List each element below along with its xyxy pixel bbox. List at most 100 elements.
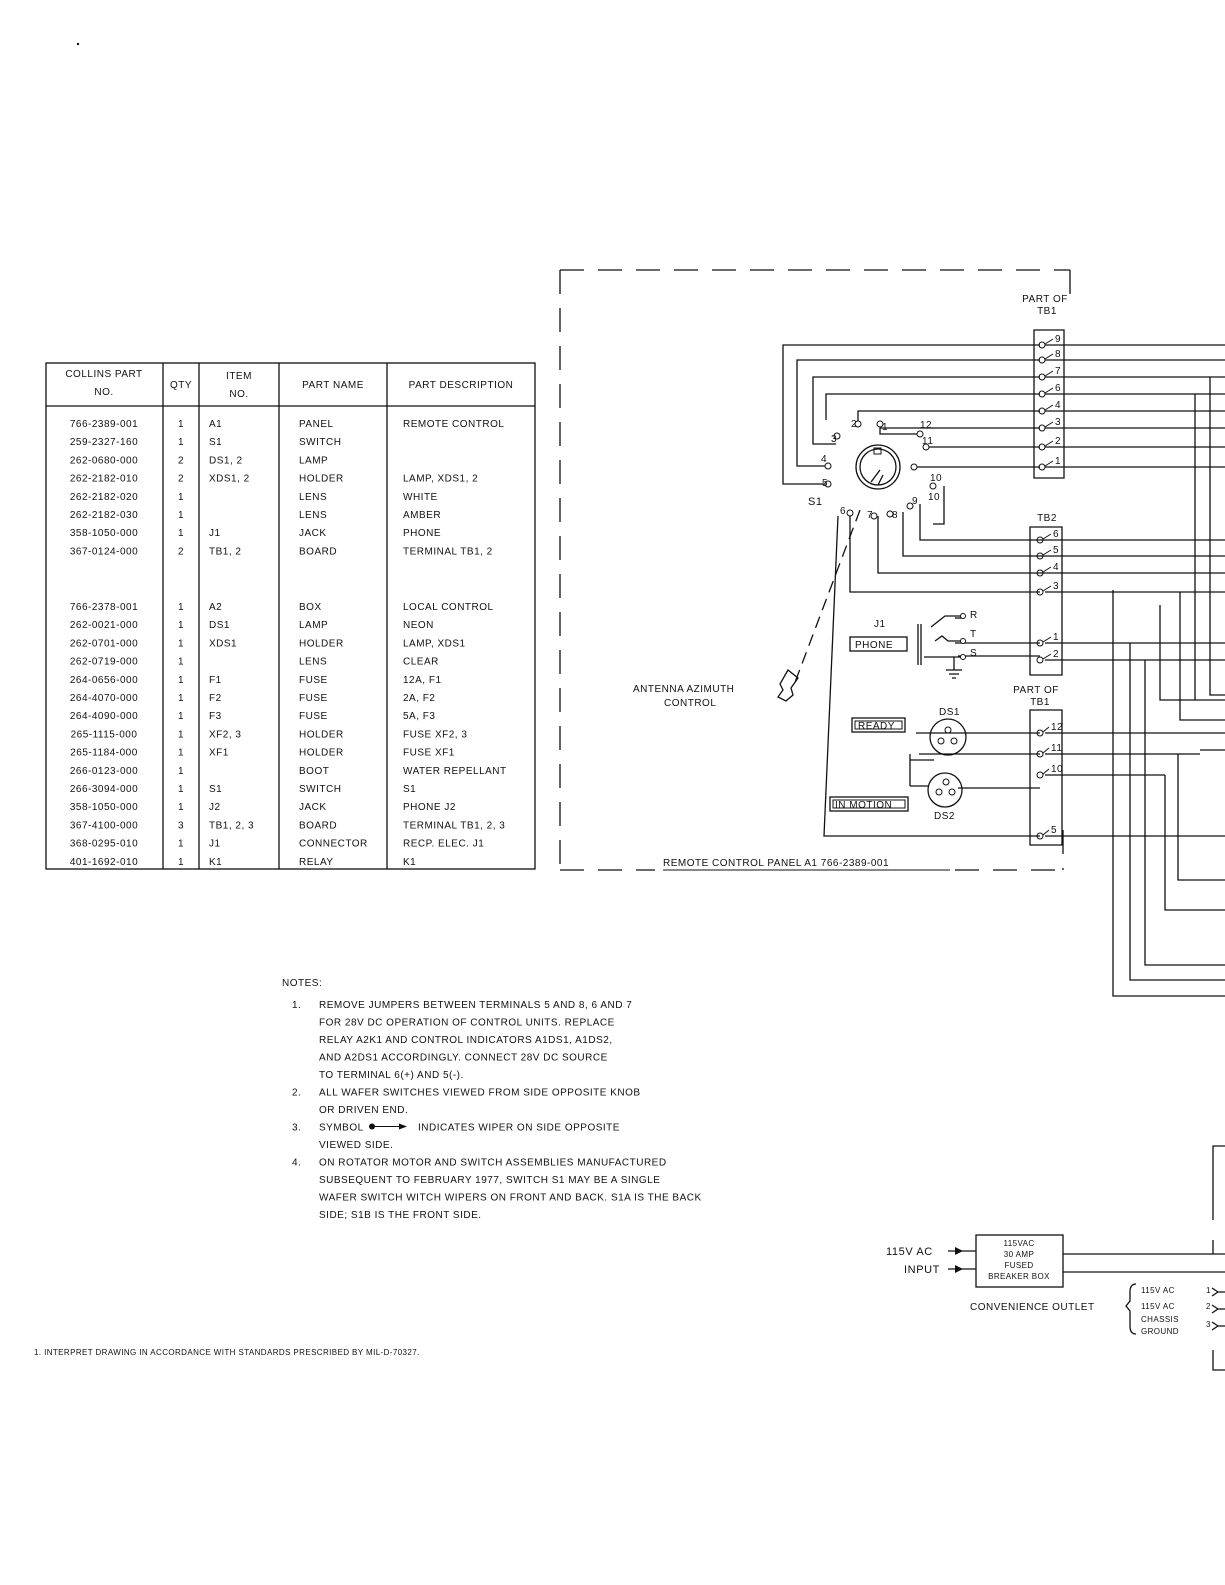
table-cell: 262-2182-010 [70, 474, 138, 485]
tb1-outgoing-wires [1045, 344, 1225, 468]
table-cell: JACK [299, 802, 327, 813]
terminal-number: 4 [1055, 400, 1061, 411]
terminal-number: 12 [1051, 722, 1063, 733]
table-cell: 1 [178, 802, 184, 813]
table-cell: LAMP, XDS1 [403, 638, 466, 649]
table-cell: 262-0719-000 [70, 657, 138, 668]
table-cell: REMOTE CONTROL [403, 419, 504, 430]
right-edge-wires [1112, 377, 1225, 997]
tb1-top-title-line2: TB1 [1037, 306, 1057, 317]
table-cell: 262-2182-030 [70, 510, 138, 521]
table-cell: 1 [178, 729, 184, 740]
table-cell: BOARD [299, 546, 337, 557]
switch-position-number: 9 [912, 496, 918, 507]
note-line: SYMBOL [319, 1123, 364, 1134]
terminal-number: 6 [1053, 529, 1059, 540]
outlet-num-3: 3 [1206, 1320, 1211, 1329]
table-cell: 1 [178, 784, 184, 795]
table-cell: 1 [178, 602, 184, 613]
jack-contact-s: S [970, 648, 977, 659]
header-item-line2: NO. [229, 389, 248, 400]
switch-contact [876, 420, 884, 428]
switch-contact [833, 432, 841, 440]
table-cell: 1 [178, 492, 184, 503]
outlet-num-2: 2 [1206, 1302, 1211, 1311]
switch-contact [870, 512, 878, 520]
table-cell: JACK [299, 528, 327, 539]
table-cell: LOCAL CONTROL [403, 602, 494, 613]
table-cell: 367-4100-000 [70, 820, 138, 831]
switch-position-number: 2 [851, 419, 857, 430]
header-qty: QTY [170, 380, 192, 391]
tb1-bottom-title-line2: TB1 [1030, 697, 1050, 708]
table-cell: TB1, 2 [209, 546, 241, 557]
table-cell: 367-0124-000 [70, 546, 138, 557]
table-cell: RECP. ELEC. J1 [403, 839, 484, 850]
table-cell: HOLDER [299, 729, 344, 740]
table-cell: TERMINAL TB1, 2 [403, 546, 493, 557]
remote-control-panel-boundary: REMOTE CONTROL PANEL A1 766-2389-001 [559, 269, 1071, 871]
table-cell: 1 [178, 437, 184, 448]
table-cell: 266-3094-000 [70, 784, 138, 795]
table-cell: A2 [209, 602, 222, 613]
table-cell: LAMP, XDS1, 2 [403, 474, 478, 485]
table-cell: 1 [178, 675, 184, 686]
table-cell: FUSE XF2, 3 [403, 729, 467, 740]
table-cell: FUSE [299, 693, 328, 704]
table-cell: 1 [178, 620, 184, 631]
table-cell: 12A, F1 [403, 675, 442, 686]
note-line: VIEWED SIDE. [319, 1140, 393, 1151]
table-cell: A1 [209, 419, 222, 430]
breaker-line-1: 115VAC [1003, 1239, 1034, 1248]
table-cell: PHONE J2 [403, 802, 456, 813]
speck-mark [76, 42, 80, 46]
switch-position-number: 6 [840, 506, 846, 517]
power-input-label-1: 115V AC [886, 1246, 933, 1258]
table-cell: LENS [299, 510, 327, 521]
switch-contact [824, 480, 832, 488]
wiper-symbol-arrow [399, 1123, 407, 1130]
j1-label: J1 [874, 619, 886, 630]
note-line: REMOVE JUMPERS BETWEEN TERMINALS 5 AND 8… [319, 1000, 632, 1011]
table-cell: 265-1184-000 [70, 748, 138, 759]
table-cell: 766-2378-001 [70, 602, 138, 613]
table-cell: 262-2182-020 [70, 492, 138, 503]
table-cell: WHITE [403, 492, 438, 503]
notes-heading: NOTES: [282, 978, 322, 989]
outlet-item-4: GROUND [1141, 1327, 1179, 1336]
switch-contact [854, 420, 862, 428]
switch-position-number: 11 [922, 436, 933, 447]
header-part-name: PART NAME [302, 380, 364, 391]
table-cell: 262-0701-000 [70, 638, 138, 649]
table-cell: 1 [178, 748, 184, 759]
header-part-no-line1: COLLINS PART [65, 369, 142, 380]
table-cell: FUSE [299, 711, 328, 722]
switch-contact [824, 462, 832, 470]
switch-contact [906, 502, 914, 510]
terminal-number: 3 [1053, 581, 1059, 592]
table-cell: SWITCH [299, 784, 341, 795]
in-motion-label: IN MOTION [835, 800, 892, 811]
lamp-ds1-icon [929, 718, 967, 756]
note-line: AND A2DS1 ACCORDINGLY. CONNECT 28V DC SO… [319, 1053, 608, 1064]
note-number: 3. [292, 1123, 301, 1134]
table-cell: F3 [209, 711, 222, 722]
table-cell: LENS [299, 657, 327, 668]
terminal-number: 10 [1051, 764, 1063, 775]
table-cell: J2 [209, 802, 221, 813]
outlet-brace [1125, 1283, 1137, 1335]
note-line: OR DRIVEN END. [319, 1105, 408, 1116]
table-cell: HOLDER [299, 474, 344, 485]
